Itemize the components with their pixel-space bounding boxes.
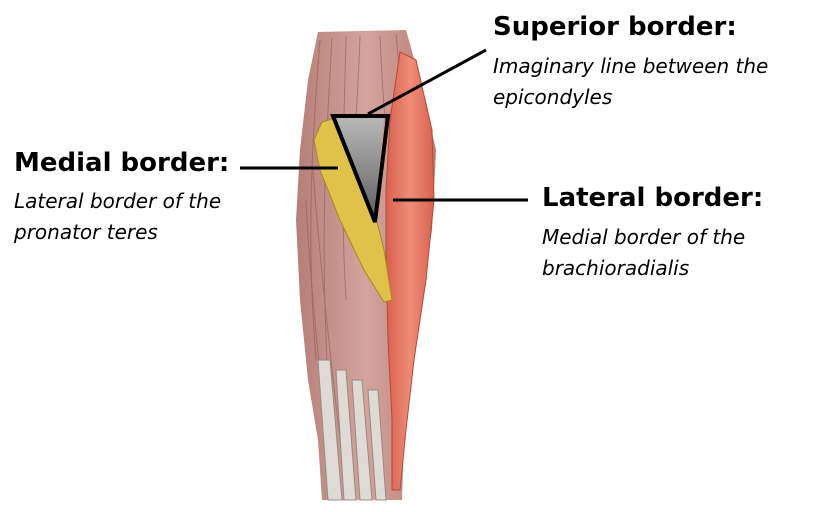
forearm-tendons bbox=[317, 359, 387, 501]
medial-desc-line-2: pronator teres bbox=[14, 220, 158, 244]
superior-border-description: Imaginary line between the epicondyles bbox=[493, 51, 768, 113]
medial-border-description: Lateral border of the pronator teres bbox=[14, 186, 229, 248]
cubital-fossa-floor bbox=[336, 118, 384, 220]
medial-border-heading: Medial border: bbox=[14, 148, 230, 178]
superior-desc-line-2: epicondyles bbox=[493, 85, 613, 109]
lateral-border-description: Medial border of the brachioradialis bbox=[542, 222, 763, 284]
medial-desc-line-1: Lateral border of the bbox=[14, 189, 222, 213]
superior-border-label: Superior border: Imaginary line between … bbox=[493, 12, 768, 113]
superior-desc-line-1: Imaginary line between the bbox=[493, 54, 769, 78]
lateral-desc-line-2: brachioradialis bbox=[542, 256, 690, 280]
cubital-fossa-outline bbox=[330, 114, 391, 223]
brachioradialis-muscle bbox=[385, 51, 435, 491]
superior-border-heading: Superior border: bbox=[493, 12, 737, 42]
lateral-desc-line-1: Medial border of the bbox=[542, 225, 746, 249]
lateral-border-heading: Lateral border: bbox=[542, 183, 764, 213]
lateral-border-label: Lateral border: Medial border of the bra… bbox=[542, 183, 763, 284]
superior-pointer-line bbox=[367, 48, 487, 116]
medial-border-label: Medial border: Lateral border of the pro… bbox=[14, 148, 229, 248]
